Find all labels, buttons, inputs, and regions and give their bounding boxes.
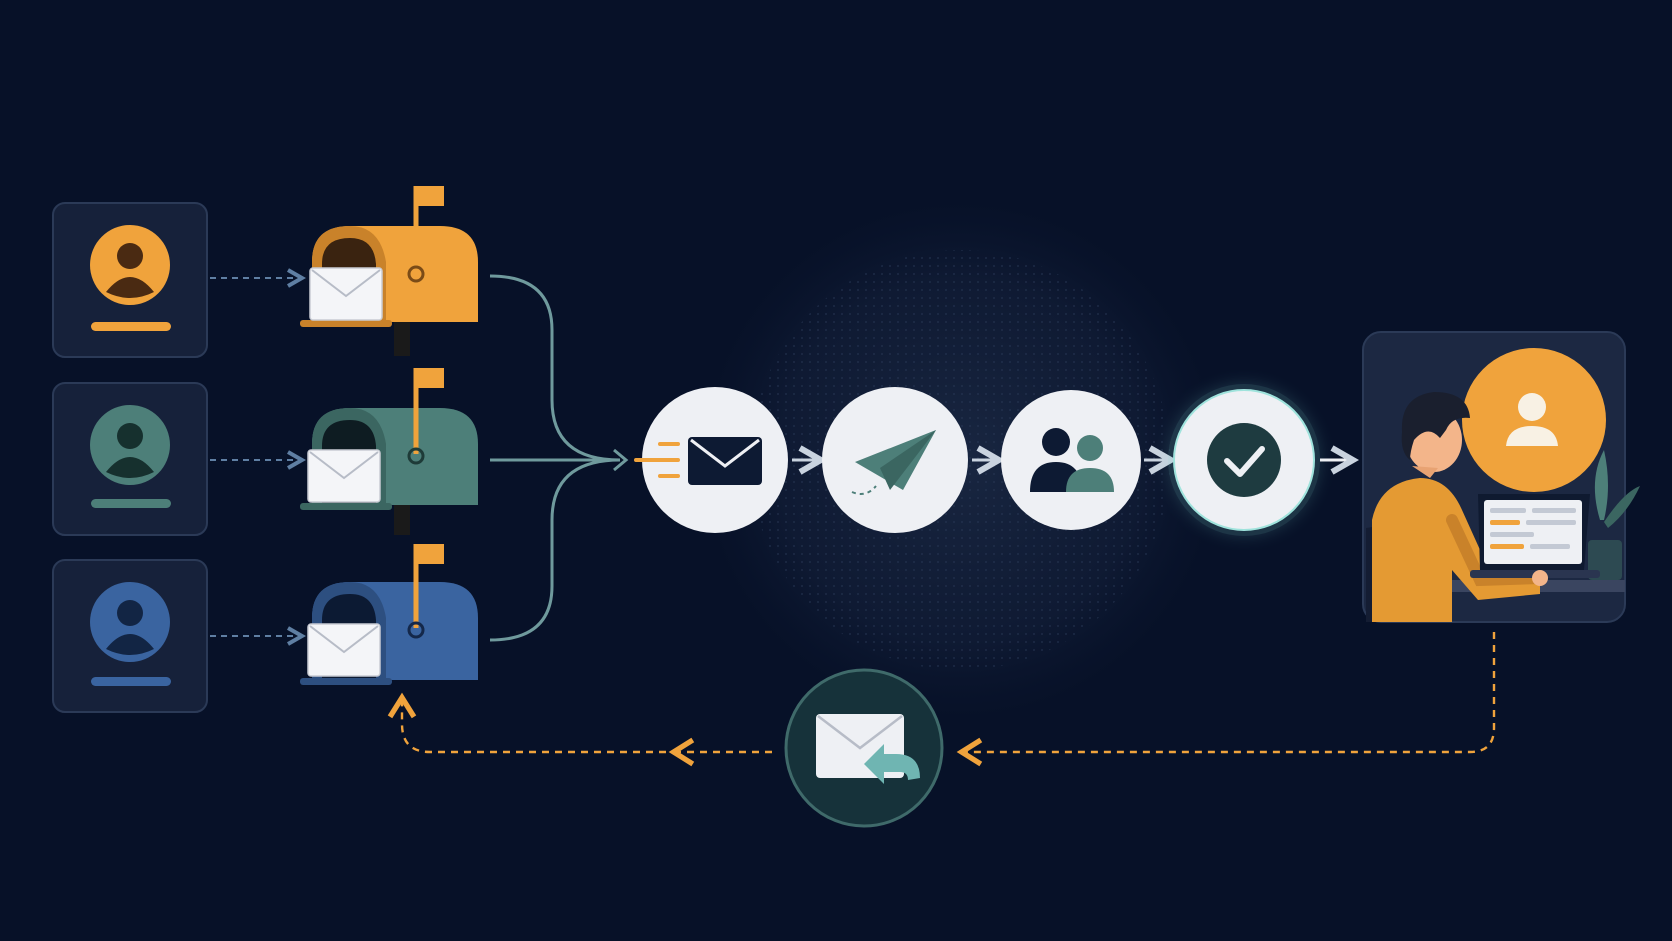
merge-connector: [489, 274, 621, 642]
check-icon: [1207, 423, 1281, 497]
recipient-card: [1362, 331, 1640, 623]
user-icon: [1506, 393, 1558, 446]
reply-envelope-icon: [816, 714, 920, 784]
merge-arrowhead: [613, 448, 629, 472]
reply-node: [784, 668, 944, 828]
envelope-icon: [307, 449, 381, 503]
person-at-laptop-icon: [1366, 392, 1640, 622]
envelope-icon: [688, 437, 762, 485]
approved-node: [1168, 384, 1320, 536]
users-icon: [1030, 428, 1114, 492]
name-bar: [91, 322, 171, 331]
name-bar: [91, 677, 171, 686]
team-node: [1001, 390, 1141, 530]
sender-card-orange: [52, 202, 208, 358]
send-node: [822, 387, 968, 533]
user-icon: [90, 582, 170, 662]
paper-plane-icon: [851, 430, 936, 495]
user-icon: [90, 405, 170, 485]
return-path-line: [956, 632, 1496, 767]
mailbox-teal: [300, 368, 478, 535]
name-bar: [91, 499, 171, 508]
user-icon: [90, 225, 170, 305]
sender-card-teal: [52, 382, 208, 536]
envelope-icon: [309, 267, 383, 321]
return-path-line: [387, 692, 666, 754]
sender-card-blue: [52, 559, 208, 713]
envelope-icon: [307, 623, 381, 677]
inbox-node: [634, 387, 788, 533]
mailbox-blue: [300, 544, 478, 685]
mailbox-orange: [300, 186, 478, 356]
